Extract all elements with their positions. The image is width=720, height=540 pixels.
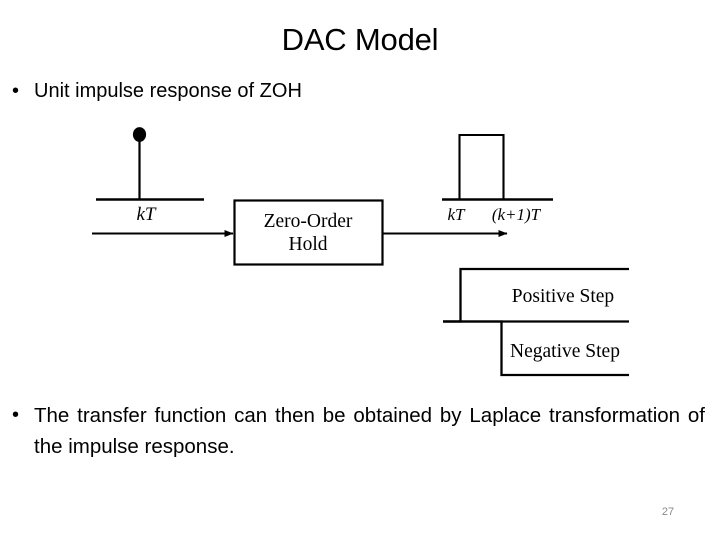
positive-step-curve <box>443 267 629 323</box>
negative-step-curve <box>443 320 629 377</box>
pulse-shape <box>458 133 505 200</box>
zoh-label-line1: Zero-Order <box>264 211 353 232</box>
zoh-box <box>233 199 384 266</box>
output-label-k-plus-1-T: (k+1)T <box>492 205 542 224</box>
bullet-marker-icon: • <box>12 404 20 426</box>
input-axis-label-kT: kT <box>137 204 157 225</box>
negative-step-plot <box>443 320 629 377</box>
bullet-text-2: The transfer function can then be obtain… <box>34 404 705 458</box>
zoh-label-line2: Hold <box>289 234 328 255</box>
positive-step-label: Positive Step <box>512 286 614 307</box>
bullet-text-1: Unit impulse response of ZOH <box>34 80 302 102</box>
positive-step-plot <box>443 267 629 323</box>
bullet-marker-icon: • <box>12 80 20 102</box>
output-pulse-plot <box>442 133 553 201</box>
input-impulse-plot <box>96 127 204 201</box>
negative-step-label: Negative Step <box>510 341 620 362</box>
bullet-item-1: • Unit impulse response of ZOH <box>12 78 702 104</box>
bullet-item-2: • The transfer function can then be obta… <box>12 400 705 462</box>
page-number: 27 <box>661 506 675 518</box>
zero-order-hold-block: Zero-Order Hold <box>233 199 384 266</box>
page-title: DAC Model <box>281 22 439 57</box>
output-label-kT: kT <box>448 205 467 224</box>
impulse-dot-icon <box>132 127 147 142</box>
